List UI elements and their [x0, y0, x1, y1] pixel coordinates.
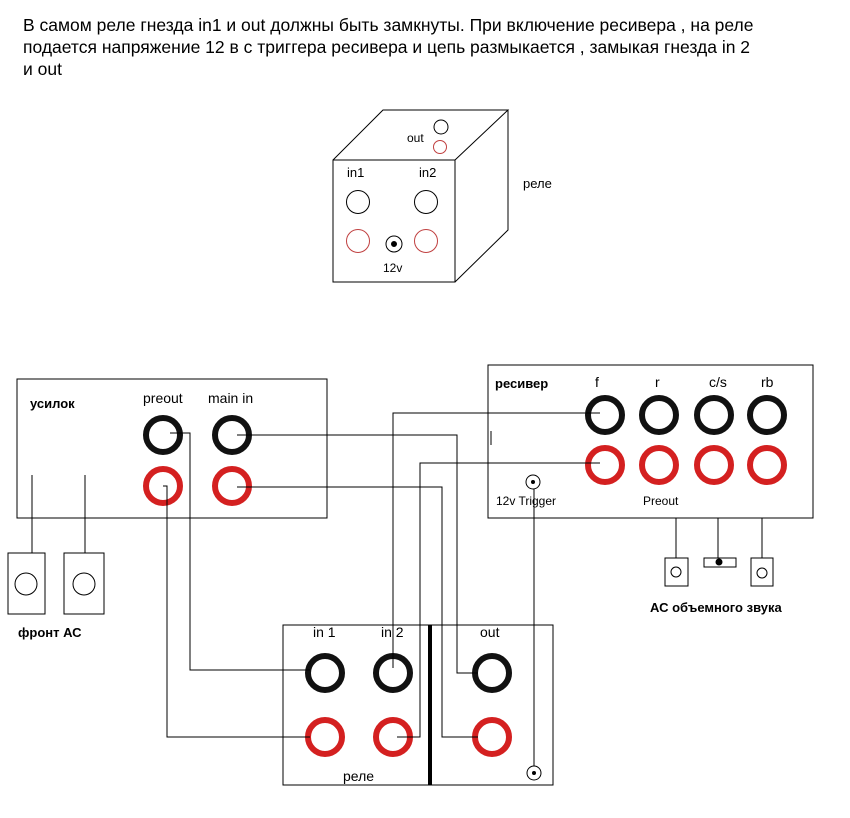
top-relay-out-label: out	[407, 131, 424, 145]
bottom-relay-out-label: out	[480, 624, 500, 640]
surround-speaker-left-cone	[670, 566, 682, 578]
top-relay-12v-jack	[385, 235, 403, 253]
top-relay-side-face	[454, 110, 509, 283]
wire-amp-preout-to-relay-in1-red	[163, 485, 310, 738]
top-relay-in2-jack-black	[414, 190, 438, 214]
bottom-relay-in2-label: in 2	[381, 624, 404, 640]
receiver-r-jack-black	[639, 395, 679, 435]
wire-amp-preout-to-relay-in1-black	[170, 432, 310, 671]
description-line-1: В самом реле гнезда in1 и out должны быт…	[23, 15, 754, 35]
receiver-preout-label: Preout	[643, 494, 679, 508]
amp-main-in-label: main in	[208, 390, 253, 406]
receiver-rb-jack-black	[747, 395, 787, 435]
front-speaker-left-cone	[14, 572, 38, 596]
bottom-relay-out-jack-red	[472, 717, 512, 757]
receiver-channel-r-label: r	[655, 374, 660, 390]
receiver-box	[487, 364, 814, 519]
receiver-channel-cs-label: c/s	[709, 374, 727, 390]
top-relay-side-label: реле	[523, 176, 552, 191]
description-line-3: и out	[23, 59, 62, 79]
surround-speaker-right	[750, 557, 774, 587]
surround-speakers-label: АС объемного звука	[650, 600, 782, 615]
receiver-cs-jack-black	[694, 395, 734, 435]
bottom-relay-title: реле	[343, 768, 374, 784]
top-relay-out-jack-black	[433, 119, 449, 135]
receiver-channel-f-label: f	[595, 374, 599, 390]
front-speaker-left	[7, 552, 46, 615]
amplifier-title: усилок	[30, 396, 75, 411]
receiver-12v-trigger-pin	[531, 480, 535, 484]
receiver-channel-rb-label: rb	[761, 374, 774, 390]
top-relay-illustration	[332, 109, 510, 283]
bottom-relay-in1-label: in 1	[313, 624, 336, 640]
bottom-relay-box	[282, 624, 554, 786]
receiver-rb-jack-red	[747, 445, 787, 485]
top-relay-in1-label: in1	[347, 165, 364, 180]
wire-amp-main-in-to-relay-out-red	[237, 486, 478, 738]
top-relay-top-face	[332, 109, 510, 161]
wire-receiver-f-to-relay-in2-black	[392, 412, 600, 668]
wire-amp-main-in-to-relay-out-black	[237, 434, 478, 674]
top-relay-in2-label: in2	[419, 165, 436, 180]
wire-receiver-f-to-relay-in2-red	[397, 462, 600, 738]
bottom-relay-in1-jack-red	[305, 717, 345, 757]
amp-preout-jack-black	[143, 415, 183, 455]
top-relay-in2-jack-red	[414, 229, 438, 253]
top-relay-front-face	[332, 159, 456, 283]
amplifier-box	[16, 378, 328, 519]
amp-main-in-jack-red	[212, 466, 252, 506]
bottom-relay-in1-jack-black	[305, 653, 345, 693]
surround-speaker-center-cone	[715, 558, 723, 566]
surround-speaker-center	[703, 557, 737, 568]
receiver-trigger-label: 12v Trigger	[496, 494, 556, 508]
top-relay-in1-jack-black	[346, 190, 370, 214]
top-relay-12v-label: 12v	[383, 261, 402, 275]
surround-speaker-right-cone	[756, 567, 768, 579]
description-text: В самом реле гнезда in1 и out должны быт…	[23, 14, 823, 80]
receiver-f-jack-black	[585, 395, 625, 435]
receiver-f-jack-red	[585, 445, 625, 485]
surround-speakers	[664, 518, 774, 587]
surround-speaker-left	[664, 557, 689, 587]
front-speaker-right-cone	[72, 572, 96, 596]
top-relay-12v-pin	[391, 241, 397, 247]
front-speaker-right	[63, 552, 105, 615]
bottom-relay-out-jack-black	[472, 653, 512, 693]
receiver-title: ресивер	[495, 376, 548, 391]
top-relay-in1-jack-red	[346, 229, 370, 253]
amp-preout-label: preout	[143, 390, 183, 406]
front-speakers	[7, 475, 105, 615]
description-line-2: подается напряжение 12 в с триггера реси…	[23, 37, 751, 57]
bottom-relay-12v-pin	[532, 771, 536, 775]
receiver-cs-jack-red	[694, 445, 734, 485]
top-relay-out-jack-red	[433, 140, 447, 154]
receiver-r-jack-red	[639, 445, 679, 485]
front-speakers-label: фронт АС	[18, 625, 82, 640]
